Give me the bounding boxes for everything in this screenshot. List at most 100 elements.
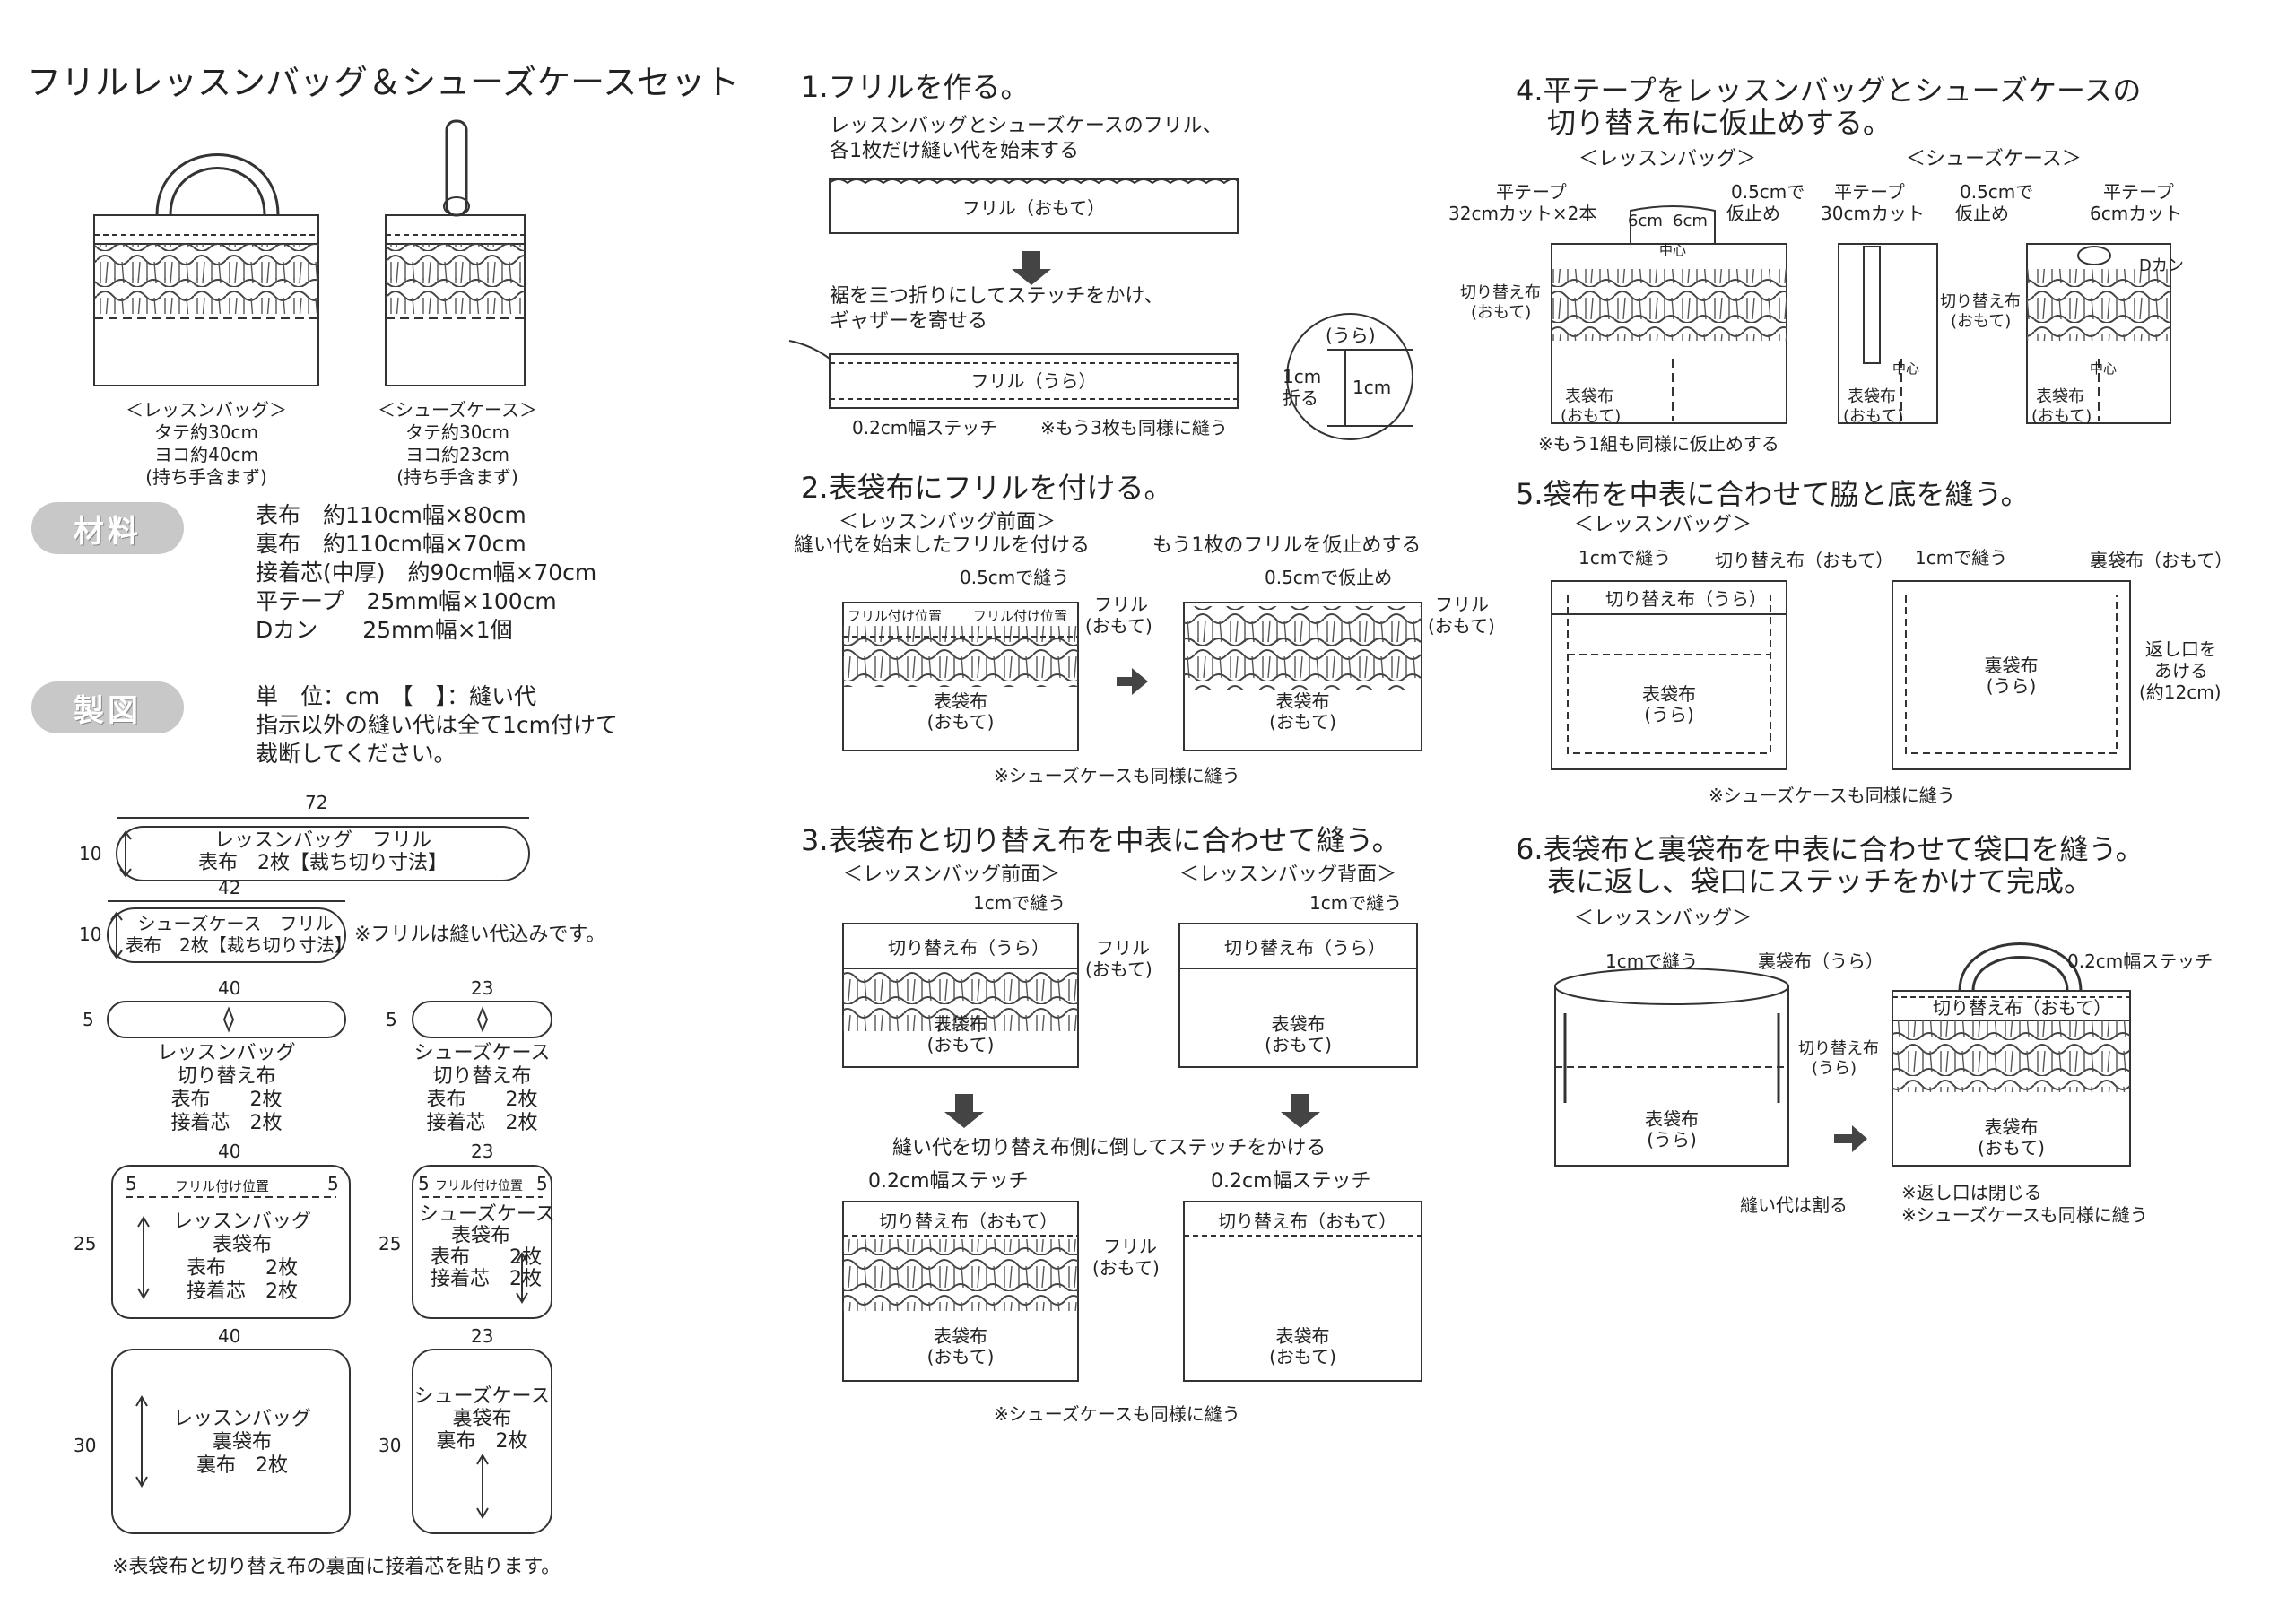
step4-note: ※もう1組も同様に仮止めする xyxy=(1538,433,1779,455)
step2-tack: 0.5cmで仮止め xyxy=(1265,567,1393,588)
step6-note: ※シューズケースも同様に縫う xyxy=(1901,1204,2148,1226)
piece2-height: 10 xyxy=(79,924,102,945)
step3-body: 表袋布 xyxy=(934,1013,987,1035)
step3-drawing xyxy=(842,923,1422,1382)
piece6-margin: 5 xyxy=(418,1173,430,1194)
step4-center: 中心 xyxy=(2090,360,2118,377)
shoe-case-illustration xyxy=(385,119,526,386)
piece5-height: 25 xyxy=(74,1233,97,1254)
piece7-label: 裏布 2枚 xyxy=(196,1454,288,1477)
step3-body: (おもて) xyxy=(1265,1034,1332,1055)
step3-frill: (おもて) xyxy=(1092,1257,1160,1279)
step2-note: ※シューズケースも同様に縫う xyxy=(994,765,1240,786)
step4-body: (おもて) xyxy=(2031,407,2092,426)
piece7-width: 40 xyxy=(218,1325,241,1347)
step5-note: ※シューズケースも同様に縫う xyxy=(1709,785,1955,806)
shoe-width: ヨコ約23cm xyxy=(405,444,509,465)
step3-sew: 1cmで縫う xyxy=(1309,892,1403,914)
material-item: 裏布 約110cm幅×70cm xyxy=(256,531,526,557)
piece3-width: 40 xyxy=(218,977,241,999)
step3-switch: 切り替え布（うら） xyxy=(1224,937,1386,959)
step4-drawing xyxy=(1551,205,2171,424)
step4-switch: (おもて) xyxy=(1951,312,2012,331)
step2-desc: 縫い代を始末したフリルを付ける xyxy=(794,534,1091,557)
piece8-height: 30 xyxy=(378,1435,402,1456)
step2-desc: もう1枚のフリルを仮止めする xyxy=(1152,534,1422,557)
shoe-height: タテ約30cm xyxy=(405,421,509,443)
step1-fold: 1cm xyxy=(1352,377,1392,398)
step1-desc: 裾を三つ折りにしてステッチをかけ、 xyxy=(830,285,1164,308)
step3-frill: (おもて) xyxy=(1085,959,1152,980)
step3-sub: ＜レッスンバッグ前面＞ xyxy=(843,864,1061,886)
step1-frill-back: フリル（うら） xyxy=(970,370,1097,392)
piece5-margin: 5 xyxy=(126,1173,137,1194)
step4-tack: 仮止め xyxy=(1955,203,2009,224)
piece4-label: シューズケース xyxy=(413,1042,551,1064)
drafting-badge: 製図 xyxy=(31,681,184,733)
step6-switch: 切り替え布 xyxy=(1798,1039,1879,1058)
piece6-height: 25 xyxy=(378,1233,402,1254)
step5-lining: 裏袋布（おもて） xyxy=(2090,550,2233,571)
step6-body: (おもて) xyxy=(1978,1137,2045,1159)
piece6-position: フリル付け位置 xyxy=(435,1179,523,1193)
pattern-piece-8 xyxy=(412,1349,552,1534)
drafting-line: 単 位：cm 【 】：縫い代 xyxy=(256,683,537,709)
step4-tape: 6cmカット xyxy=(2090,203,2183,224)
step3-sub: ＜レッスンバッグ背面＞ xyxy=(1179,864,1397,886)
step3-body: 表袋布 xyxy=(1275,1325,1330,1347)
step5-title: 5.袋布を中表に合わせて脇と底を縫う。 xyxy=(1516,477,2030,511)
step4-tape: 30cmカット xyxy=(1821,203,1925,224)
step2-body: (おもて) xyxy=(926,711,995,733)
piece2-note: ※フリルは縫い代込みです。 xyxy=(354,924,606,946)
step5-opening: (約12cm) xyxy=(2139,681,2222,703)
step2-frill: フリル xyxy=(1094,594,1148,615)
step6-switch: (うら) xyxy=(1812,1059,1857,1078)
step3-title: 3.表袋布と切り替え布を中表に合わせて縫う。 xyxy=(801,823,1401,857)
piece8-label: シューズケース xyxy=(413,1385,551,1408)
piece2-label: 表布 2枚【裁ち切り寸法】 xyxy=(126,934,352,956)
step3-switch: 切り替え布（うら） xyxy=(888,937,1049,959)
step2-position: フリル付け位置 xyxy=(848,608,943,624)
pieces-footnote: ※表袋布と切り替え布の裏面に接着芯を貼ります。 xyxy=(112,1556,561,1578)
step5-opening: あける xyxy=(2154,660,2208,681)
piece8-label: 裏袋布 xyxy=(452,1408,512,1430)
material-item: 接着芯(中厚) 約90cm幅×70cm xyxy=(256,560,597,586)
step5-lining: 裏袋布 xyxy=(1984,655,2039,676)
piece5-position: フリル付け位置 xyxy=(175,1178,270,1194)
step6-sub: ＜レッスンバッグ＞ xyxy=(1574,907,1752,930)
step4-title: 4.平テープをレッスンバッグとシューズケースの xyxy=(1516,74,2142,108)
step5-sew: 1cmで縫う xyxy=(1915,547,2008,568)
material-item: Dカン 25mm幅×1個 xyxy=(256,617,513,643)
materials-badge: 材料 xyxy=(31,502,184,554)
step2-body: 表袋布 xyxy=(1275,690,1330,712)
piece7-label: 裏袋布 xyxy=(212,1431,272,1454)
step1-note: ※もう3枚も同様に縫う xyxy=(1040,417,1228,438)
step3-body: (おもて) xyxy=(926,1034,995,1055)
step4-body: 表袋布 xyxy=(2036,387,2084,406)
step6-body: 表袋布 xyxy=(1645,1108,1699,1130)
piece5-margin: 5 xyxy=(327,1173,339,1194)
bag-note: (持ち手含まず) xyxy=(145,466,267,488)
step2-body: 表袋布 xyxy=(934,690,987,712)
piece6-label: シューズケース xyxy=(419,1203,555,1226)
pattern-piece-5 xyxy=(111,1165,351,1319)
piece7-label: レッスンバッグ xyxy=(172,1408,311,1430)
piece5-width: 40 xyxy=(218,1141,241,1162)
piece1-label: レッスンバッグ フリル xyxy=(213,829,431,852)
step3-switch: 切り替え布（おもて） xyxy=(879,1211,1058,1232)
drafting-line: 指示以外の縫い代は全て1cm付けて xyxy=(256,712,619,738)
step1-fold: 1cm xyxy=(1283,366,1322,387)
step5-switch: 切り替え布（おもて） xyxy=(1715,550,1894,571)
step3-stitch: 0.2cm幅ステッチ xyxy=(868,1170,1029,1193)
piece4-label: 接着芯 2枚 xyxy=(426,1112,538,1134)
step6-body: 表袋布 xyxy=(1984,1116,2039,1138)
step5-opening: 返し口を xyxy=(2145,638,2217,660)
step4-tack: 0.5cmで xyxy=(1960,181,2034,203)
piece7-height: 30 xyxy=(74,1435,97,1456)
pattern-piece-4 xyxy=(412,1001,552,1038)
step2-drawing xyxy=(842,602,1422,751)
step2-frill: フリル xyxy=(1435,594,1489,615)
step4-dkan: Dカン xyxy=(2139,256,2184,275)
piece6-label: 接着芯 2枚 xyxy=(430,1268,542,1290)
step4-body: 表袋布 xyxy=(1848,387,1896,406)
